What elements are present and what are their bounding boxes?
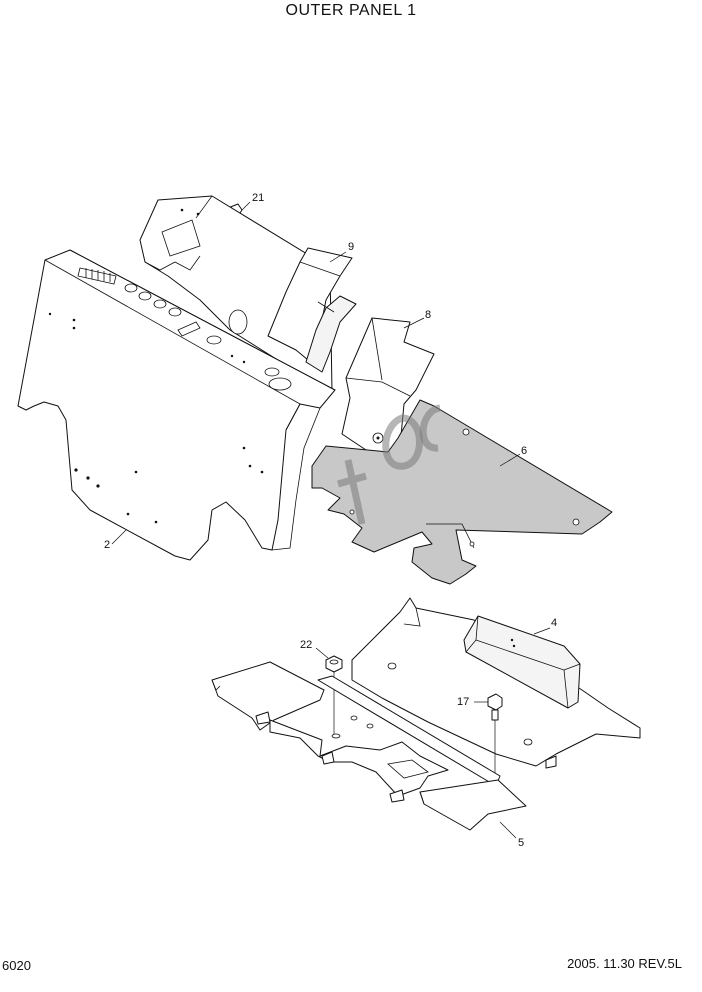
- page-title: OUTER PANEL 1: [285, 2, 417, 19]
- part-9-bracket[interactable]: [267, 247, 357, 373]
- part-2-front-panel[interactable]: [17, 249, 336, 561]
- callout-5: 5: [518, 837, 524, 849]
- callout-labels: 21 9 8 6 2 4 22 17 5: [104, 192, 557, 849]
- callout-4: 4: [551, 617, 557, 629]
- callout-8: 8: [425, 309, 431, 321]
- part-22-nut[interactable]: [325, 655, 343, 673]
- callout-22: 22: [300, 639, 312, 651]
- part-4-tray[interactable]: [351, 597, 641, 769]
- page-number: 6020: [2, 958, 31, 973]
- part-6-floor-mat[interactable]: [311, 399, 613, 585]
- callout-17: 17: [457, 696, 469, 708]
- part-17-bolt[interactable]: [487, 693, 503, 721]
- leader-lines: [111, 195, 551, 839]
- part-5-lower-bracket[interactable]: [211, 661, 527, 831]
- callout-2: 2: [104, 539, 110, 551]
- callout-9: 9: [348, 241, 354, 253]
- callout-6: 6: [521, 445, 527, 457]
- revision-date: 2005. 11.30 REV.5L: [567, 956, 682, 971]
- callout-21: 21: [252, 192, 264, 204]
